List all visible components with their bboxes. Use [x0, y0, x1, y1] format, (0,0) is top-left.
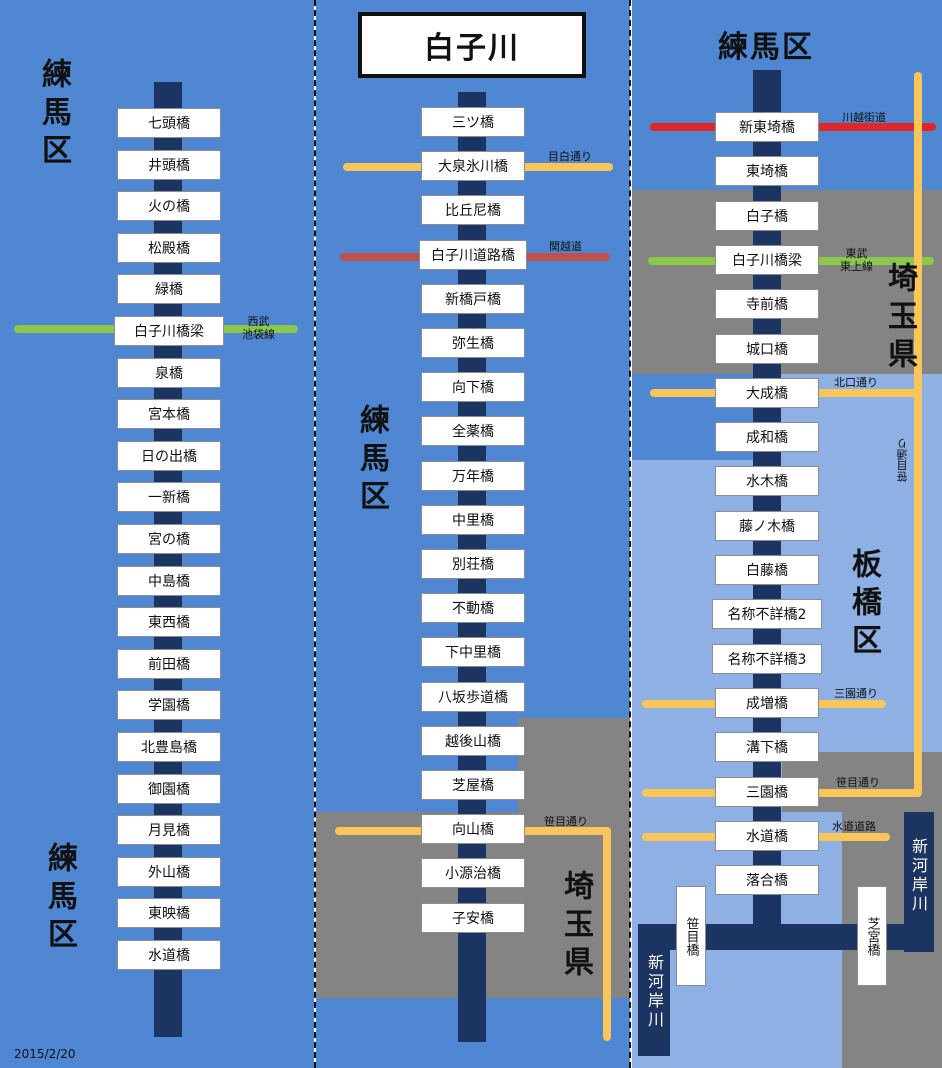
bridge-label[interactable]: 御園橋	[117, 773, 221, 804]
bridge-label[interactable]: 落合橋	[715, 865, 819, 896]
bridge-label[interactable]: 東映橋	[117, 898, 221, 929]
bridge-label[interactable]: 寺前橋	[715, 289, 819, 320]
bridge-label[interactable]: 万年橋	[421, 460, 525, 491]
bridge-label[interactable]: 小源治橋	[421, 858, 525, 889]
bridge-label[interactable]: 外山橋	[117, 856, 221, 887]
bridge-label[interactable]: 前田橋	[117, 648, 221, 679]
divider-2	[629, 0, 631, 1068]
ward-label-nerima-bottom: 練馬区	[42, 842, 77, 956]
bridge-sasame[interactable]: 笹目橋	[676, 886, 706, 986]
road-label-kitaguchi: 北口通り	[834, 376, 878, 389]
bridge-label[interactable]: 越後山橋	[421, 725, 525, 756]
prefecture-label-saitama-3: 埼玉県	[882, 262, 917, 376]
prefecture-label-saitama-2: 埼玉県	[558, 870, 593, 984]
road-label-sasame-3: 笹目通り	[836, 776, 880, 789]
road-label-sanen: 三園通り	[834, 687, 878, 700]
bridge-label[interactable]: 名称不詳橋3	[712, 643, 822, 674]
bridge-label[interactable]: 比丘尼橋	[421, 195, 525, 226]
rail-label-tobu: 東武 東上線	[840, 247, 873, 273]
bridge-label[interactable]: 水木橋	[715, 466, 819, 497]
bridge-label[interactable]: 別荘橋	[421, 549, 525, 579]
bridge-label[interactable]: 弥生橋	[421, 328, 525, 358]
bridge-label[interactable]: 全薬橋	[421, 416, 525, 447]
bridge-label[interactable]: 八坂歩道橋	[421, 681, 525, 712]
bridge-label[interactable]: 松殿橋	[117, 232, 221, 263]
river-label-shingashi-left: 新河岸川	[645, 954, 664, 1030]
bridge-label[interactable]: 大成橋	[715, 377, 819, 408]
bridge-label[interactable]: 日の出橋	[117, 440, 221, 471]
bridge-label[interactable]: 中島橋	[117, 565, 221, 596]
bridge-label[interactable]: 火の橋	[117, 191, 221, 222]
bridge-label[interactable]: 井頭橋	[117, 149, 221, 180]
bridge-label[interactable]: 水道橋	[117, 940, 221, 970]
road-label-kawagoe: 川越街道	[842, 111, 886, 124]
ward-label-nerima-3: 練馬区	[718, 30, 814, 65]
sasame-road-2v	[603, 827, 611, 1041]
bridge-label[interactable]: 東西橋	[117, 607, 221, 638]
panel-2-saitama-gray-a	[518, 718, 630, 818]
bridge-label[interactable]: 溝下橋	[715, 732, 819, 763]
bridge-label[interactable]: 名称不詳橋2	[712, 599, 822, 630]
bridge-label[interactable]: 一新橋	[117, 482, 221, 513]
ward-label-nerima-top: 練馬区	[36, 58, 71, 172]
road-label-sasame-2: 笹目通り	[544, 815, 588, 828]
bridge-label[interactable]: 月見橋	[117, 815, 221, 846]
road-label-suido: 水道道路	[832, 820, 876, 833]
bridge-label[interactable]: 宮本橋	[117, 399, 221, 430]
sasame-road-3v	[914, 72, 922, 794]
divider-1	[314, 0, 316, 1068]
road-label-kanetsu: 関越道	[549, 240, 582, 253]
bridge-label[interactable]: 成増橋	[715, 687, 819, 718]
road-label-sasame-vertical: 笹目通り	[896, 438, 909, 482]
bridge-label[interactable]: 成和橋	[715, 422, 819, 453]
rail-label-seibu: 西武 池袋線	[242, 315, 275, 341]
bridge-label[interactable]: 白子橋	[715, 200, 819, 231]
bridge-label[interactable]: 白子川道路橋	[419, 239, 527, 270]
bridge-label[interactable]: 下中里橋	[421, 637, 525, 668]
bridge-label[interactable]: 城口橋	[715, 333, 819, 364]
title-label: 白子川	[362, 16, 582, 74]
ward-label-itabashi: 板橋区	[846, 548, 881, 662]
bridge-label[interactable]: 芝屋橋	[421, 770, 525, 800]
bridge-label[interactable]: 向山橋	[421, 814, 525, 845]
bridge-shibamiya[interactable]: 芝宮橋	[857, 886, 887, 986]
bridge-label[interactable]: 白子川橋梁	[114, 316, 224, 346]
river-label-shingashi-right: 新河岸川	[909, 838, 928, 914]
bridge-label[interactable]: 七頭橋	[117, 108, 221, 138]
bridge-label[interactable]: 三園橋	[715, 776, 819, 807]
shirako-river-1	[154, 82, 182, 1037]
bridge-label[interactable]: 向下橋	[421, 372, 525, 403]
bridge-label[interactable]: 緑橋	[117, 274, 221, 305]
date-label: 2015/2/20	[14, 1047, 76, 1061]
bridge-label[interactable]: 水道橋	[715, 820, 819, 851]
bridge-label[interactable]: 三ツ橋	[421, 107, 525, 137]
bridge-label[interactable]: 子安橋	[421, 902, 525, 933]
bridge-label[interactable]: 泉橋	[117, 357, 221, 388]
ward-label-nerima-2: 練馬区	[354, 404, 389, 518]
bridge-label[interactable]: 中里橋	[421, 504, 525, 535]
shingashi-river-left	[638, 924, 670, 1056]
bridge-label[interactable]: 北豊島橋	[117, 732, 221, 762]
bridge-label[interactable]: 新東埼橋	[715, 112, 819, 142]
shingashi-river-right	[904, 812, 934, 952]
bridge-label[interactable]: 新橋戸橋	[421, 283, 525, 314]
bridge-label[interactable]: 宮の橋	[117, 524, 221, 554]
bridge-label[interactable]: 東埼橋	[715, 156, 819, 187]
bridge-label[interactable]: 大泉氷川橋	[421, 151, 525, 182]
bridge-label[interactable]: 藤ノ木橋	[715, 510, 819, 541]
bridge-label[interactable]: 白子川橋梁	[715, 244, 819, 275]
road-label-mejiro: 目白通り	[548, 150, 592, 163]
bridge-label[interactable]: 白藤橋	[715, 555, 819, 585]
bridge-label[interactable]: 学園橋	[117, 690, 221, 721]
bridge-label[interactable]: 不動橋	[421, 593, 525, 624]
